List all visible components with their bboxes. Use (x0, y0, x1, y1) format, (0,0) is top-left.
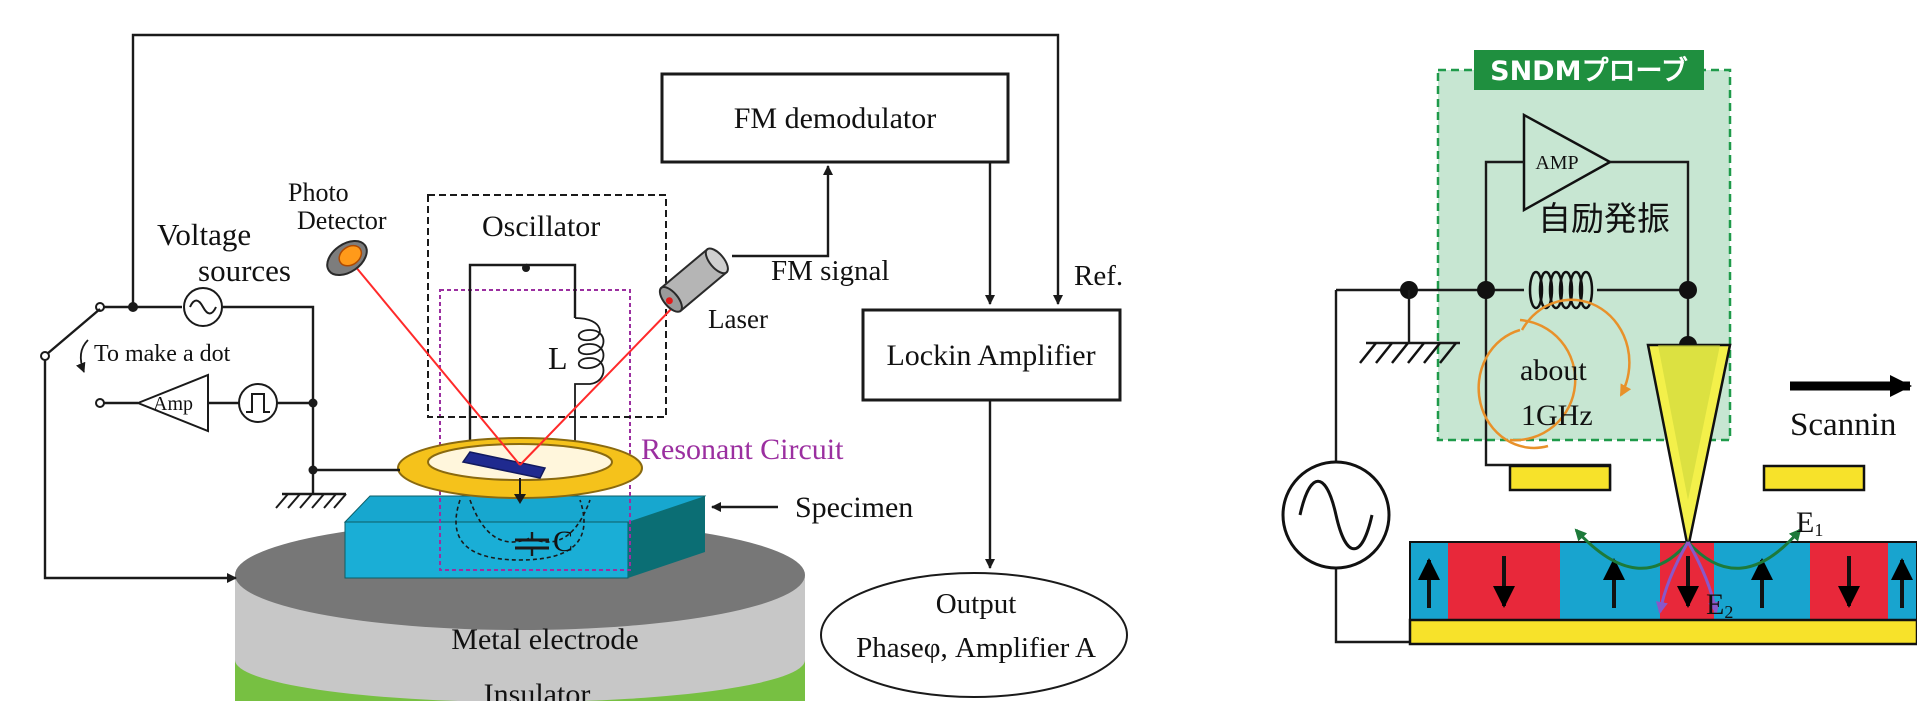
freq-label-about: about (1520, 354, 1587, 387)
detector-label: Detector (297, 206, 387, 235)
metal-electrode-label: Metal electrode (451, 623, 638, 656)
sources-label: sources (198, 253, 291, 288)
ferroelectric-domains (1409, 541, 1917, 621)
field-line-e2-left (1655, 541, 1690, 614)
right-sndm-diagram: SNDMプローブ AMP 自励発振 (1281, 50, 1917, 646)
fm-demodulator-label: FM demodulator (734, 102, 937, 135)
e2-label: E2 (1706, 588, 1733, 622)
amp-label: Amp (153, 393, 193, 415)
field-line-e1-right (1686, 528, 1802, 570)
photo-detector-icon (326, 239, 368, 277)
e1-label: E1 (1796, 506, 1823, 540)
cantilever (461, 451, 547, 479)
resonant-circuit-box (439, 289, 631, 571)
bottom-electrode (1408, 618, 1917, 646)
voltage-label: Voltage (157, 217, 251, 252)
field-line-e2-right (1686, 541, 1721, 614)
oscillation-arrow (1509, 318, 1577, 442)
left-setup-diagram: FM demodulator Lockin Amplifier Output P… (40, 33, 1128, 701)
resonant-circuit-label: Resonant Circuit (641, 433, 844, 466)
fm-demodulator-box (660, 72, 1010, 164)
shield-electrode-left (1508, 464, 1612, 492)
laser-label: Laser (708, 304, 768, 334)
oscillator-label: Oscillator (482, 210, 600, 243)
to-make-a-dot-label: To make a dot (94, 341, 231, 367)
insulator-label: Insulator (484, 678, 591, 701)
probe-title: SNDMプローブ (1490, 55, 1688, 87)
fm-signal-label: FM signal (771, 255, 889, 287)
specimen-block (343, 495, 707, 579)
capacitor-label: C (553, 525, 573, 558)
laser-icon (658, 247, 729, 313)
probe-amp-label: AMP (1535, 152, 1578, 174)
inductor-coil (574, 317, 605, 450)
laser-beam-reflected (349, 259, 521, 466)
output-label: Output (936, 588, 1017, 620)
inductor-label: L (548, 340, 568, 376)
probe-inductor-icon (1528, 270, 1594, 310)
lockin-amplifier-box (861, 308, 1122, 402)
output-ellipse (820, 572, 1128, 698)
ref-label: Ref. (1074, 260, 1123, 292)
photo-label: Photo (288, 178, 349, 207)
specimen-label: Specimen (795, 491, 913, 524)
output-detail-label: Phaseφ, Amplifier A (856, 632, 1096, 664)
polarization-arrows (1418, 556, 1913, 608)
oscillator-box (427, 194, 667, 418)
laser-beam-incident (519, 304, 676, 466)
freq-label-value: 1GHz (1521, 399, 1593, 432)
lockin-amplifier-label: Lockin Amplifier (886, 339, 1095, 372)
field-line-e1-left (1574, 528, 1690, 570)
self-oscillation-label: 自励発振 (1538, 199, 1670, 238)
probe-title-bg (1474, 50, 1704, 90)
shield-electrode-right (1762, 464, 1866, 492)
scanning-label: Scannin (1790, 407, 1896, 443)
pulse-source-symbol (238, 383, 278, 423)
